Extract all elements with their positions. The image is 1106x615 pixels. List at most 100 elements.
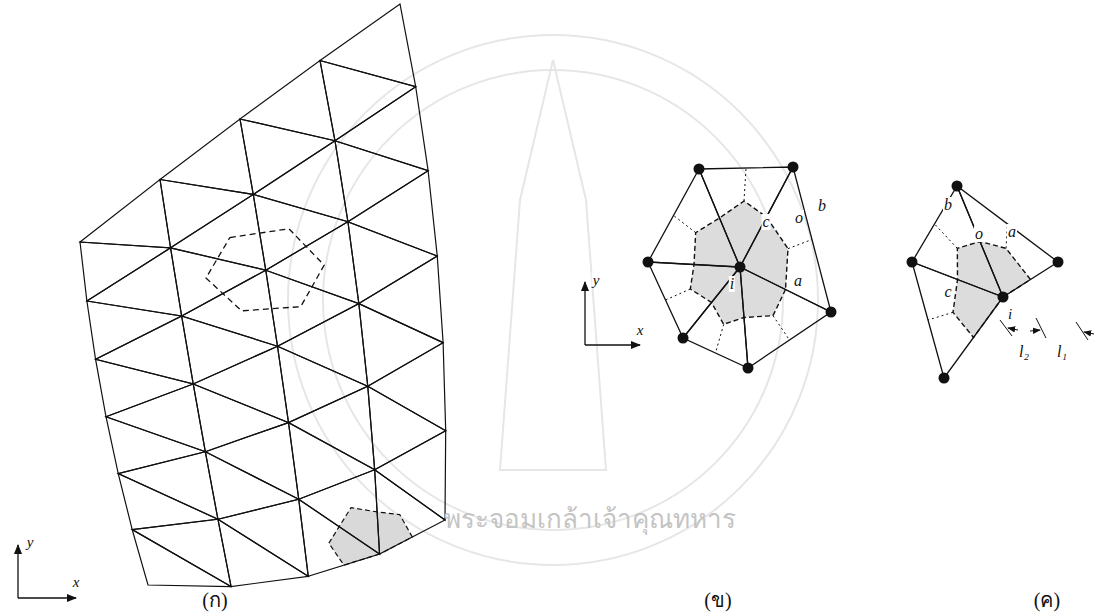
mesh-node [694,164,705,175]
dimension-label: l₁ [1056,344,1068,360]
coordinate-axes [18,282,640,598]
mesh-triangle [240,61,335,141]
axis-label: y [592,273,601,288]
dimension-label: l₂ [1018,344,1030,360]
mesh-node [643,257,654,268]
mesh-triangle [96,316,194,384]
point-label: b [943,197,953,213]
mesh-triangle [375,431,446,520]
watermark-seal [288,35,818,565]
element-edge [912,186,1003,297]
mesh-triangle [132,530,231,587]
point-label: a [793,273,803,289]
mesh-triangle [218,499,308,576]
element-edge [699,167,793,267]
axis-label: x [636,323,645,338]
median-line [935,224,958,248]
median-line [744,168,746,201]
mesh-node [998,292,1009,303]
dimension-marks [1000,318,1094,340]
mesh-triangle [289,386,375,469]
mesh-triangle [335,87,428,171]
median-line [674,216,696,233]
interior-cell [206,229,324,311]
mesh-triangle [368,386,446,469]
mesh-triangle [205,423,298,500]
figure-caption: (ข) [703,590,732,610]
figure-caption: (ค) [1033,590,1061,610]
mesh-triangle [299,499,380,576]
mesh-node [826,307,837,318]
element-edge [957,186,1058,297]
mesh-triangle [132,519,231,586]
mesh-triangle [160,180,253,248]
element-edge [648,262,740,338]
control-volume [953,242,1031,338]
mesh-triangle [205,452,298,520]
mesh-triangle [359,304,443,387]
median-line [928,312,953,320]
mesh-triangle [368,343,446,431]
mesh-triangle [320,61,416,141]
interior-control-volume [643,162,837,374]
element-edge [740,267,831,368]
mesh-triangle [171,248,266,316]
mesh-triangle [218,519,308,586]
median-line [773,316,790,340]
mesh-triangle [106,417,205,474]
figure-caption: (ก) [201,590,228,610]
mesh-triangle [299,470,380,554]
mesh-triangle [253,194,348,270]
point-label: b [817,198,827,214]
mesh-node [1053,257,1064,268]
mesh-triangle [118,452,218,520]
mesh-triangle [335,141,428,222]
mesh-triangle [87,248,182,316]
mesh-triangle [266,222,359,304]
mesh-triangle [193,346,288,422]
mesh-node [939,373,950,384]
mesh-node [952,181,963,192]
point-label: o [794,210,804,226]
mesh-triangle [96,359,194,417]
mesh-triangle [80,180,171,248]
axis-label: y [26,535,35,550]
mesh-triangle [87,301,182,359]
mesh-node [907,257,918,268]
watermark: พระจอมเกล้าเจ้าคุณทหาร [443,507,737,533]
mesh-node [735,262,746,273]
triangular-mesh [80,4,446,587]
mesh-node [743,363,754,374]
mesh-triangle [278,346,368,422]
element-edge [683,267,748,368]
point-label: a [1007,224,1017,240]
element-edge [740,167,831,312]
point-label: o [974,226,984,242]
median-line [788,240,812,249]
mesh-triangle [289,423,375,500]
mesh-node [678,333,689,344]
median-line [716,324,724,353]
mesh-triangle [193,384,288,452]
point-label: i [1007,307,1013,322]
mesh-triangle [348,171,437,256]
mesh-triangle [106,384,205,452]
point-label: c [761,214,770,230]
mesh-triangle [348,222,437,304]
point-label: c [943,284,952,300]
mesh-node [788,162,799,173]
mesh-triangle [278,304,368,387]
control-volume [690,201,788,324]
mesh-triangle [160,119,253,194]
mesh-triangle [80,242,171,301]
axis-label: x [72,575,81,590]
boundary-control-volume [907,181,1064,384]
mesh-triangle [359,256,443,343]
mesh-triangle [320,4,416,87]
mesh-triangle [182,270,278,346]
point-label: i [729,276,735,292]
mesh-triangle [266,270,359,346]
median-line [666,289,691,300]
mesh-triangle [182,316,278,384]
